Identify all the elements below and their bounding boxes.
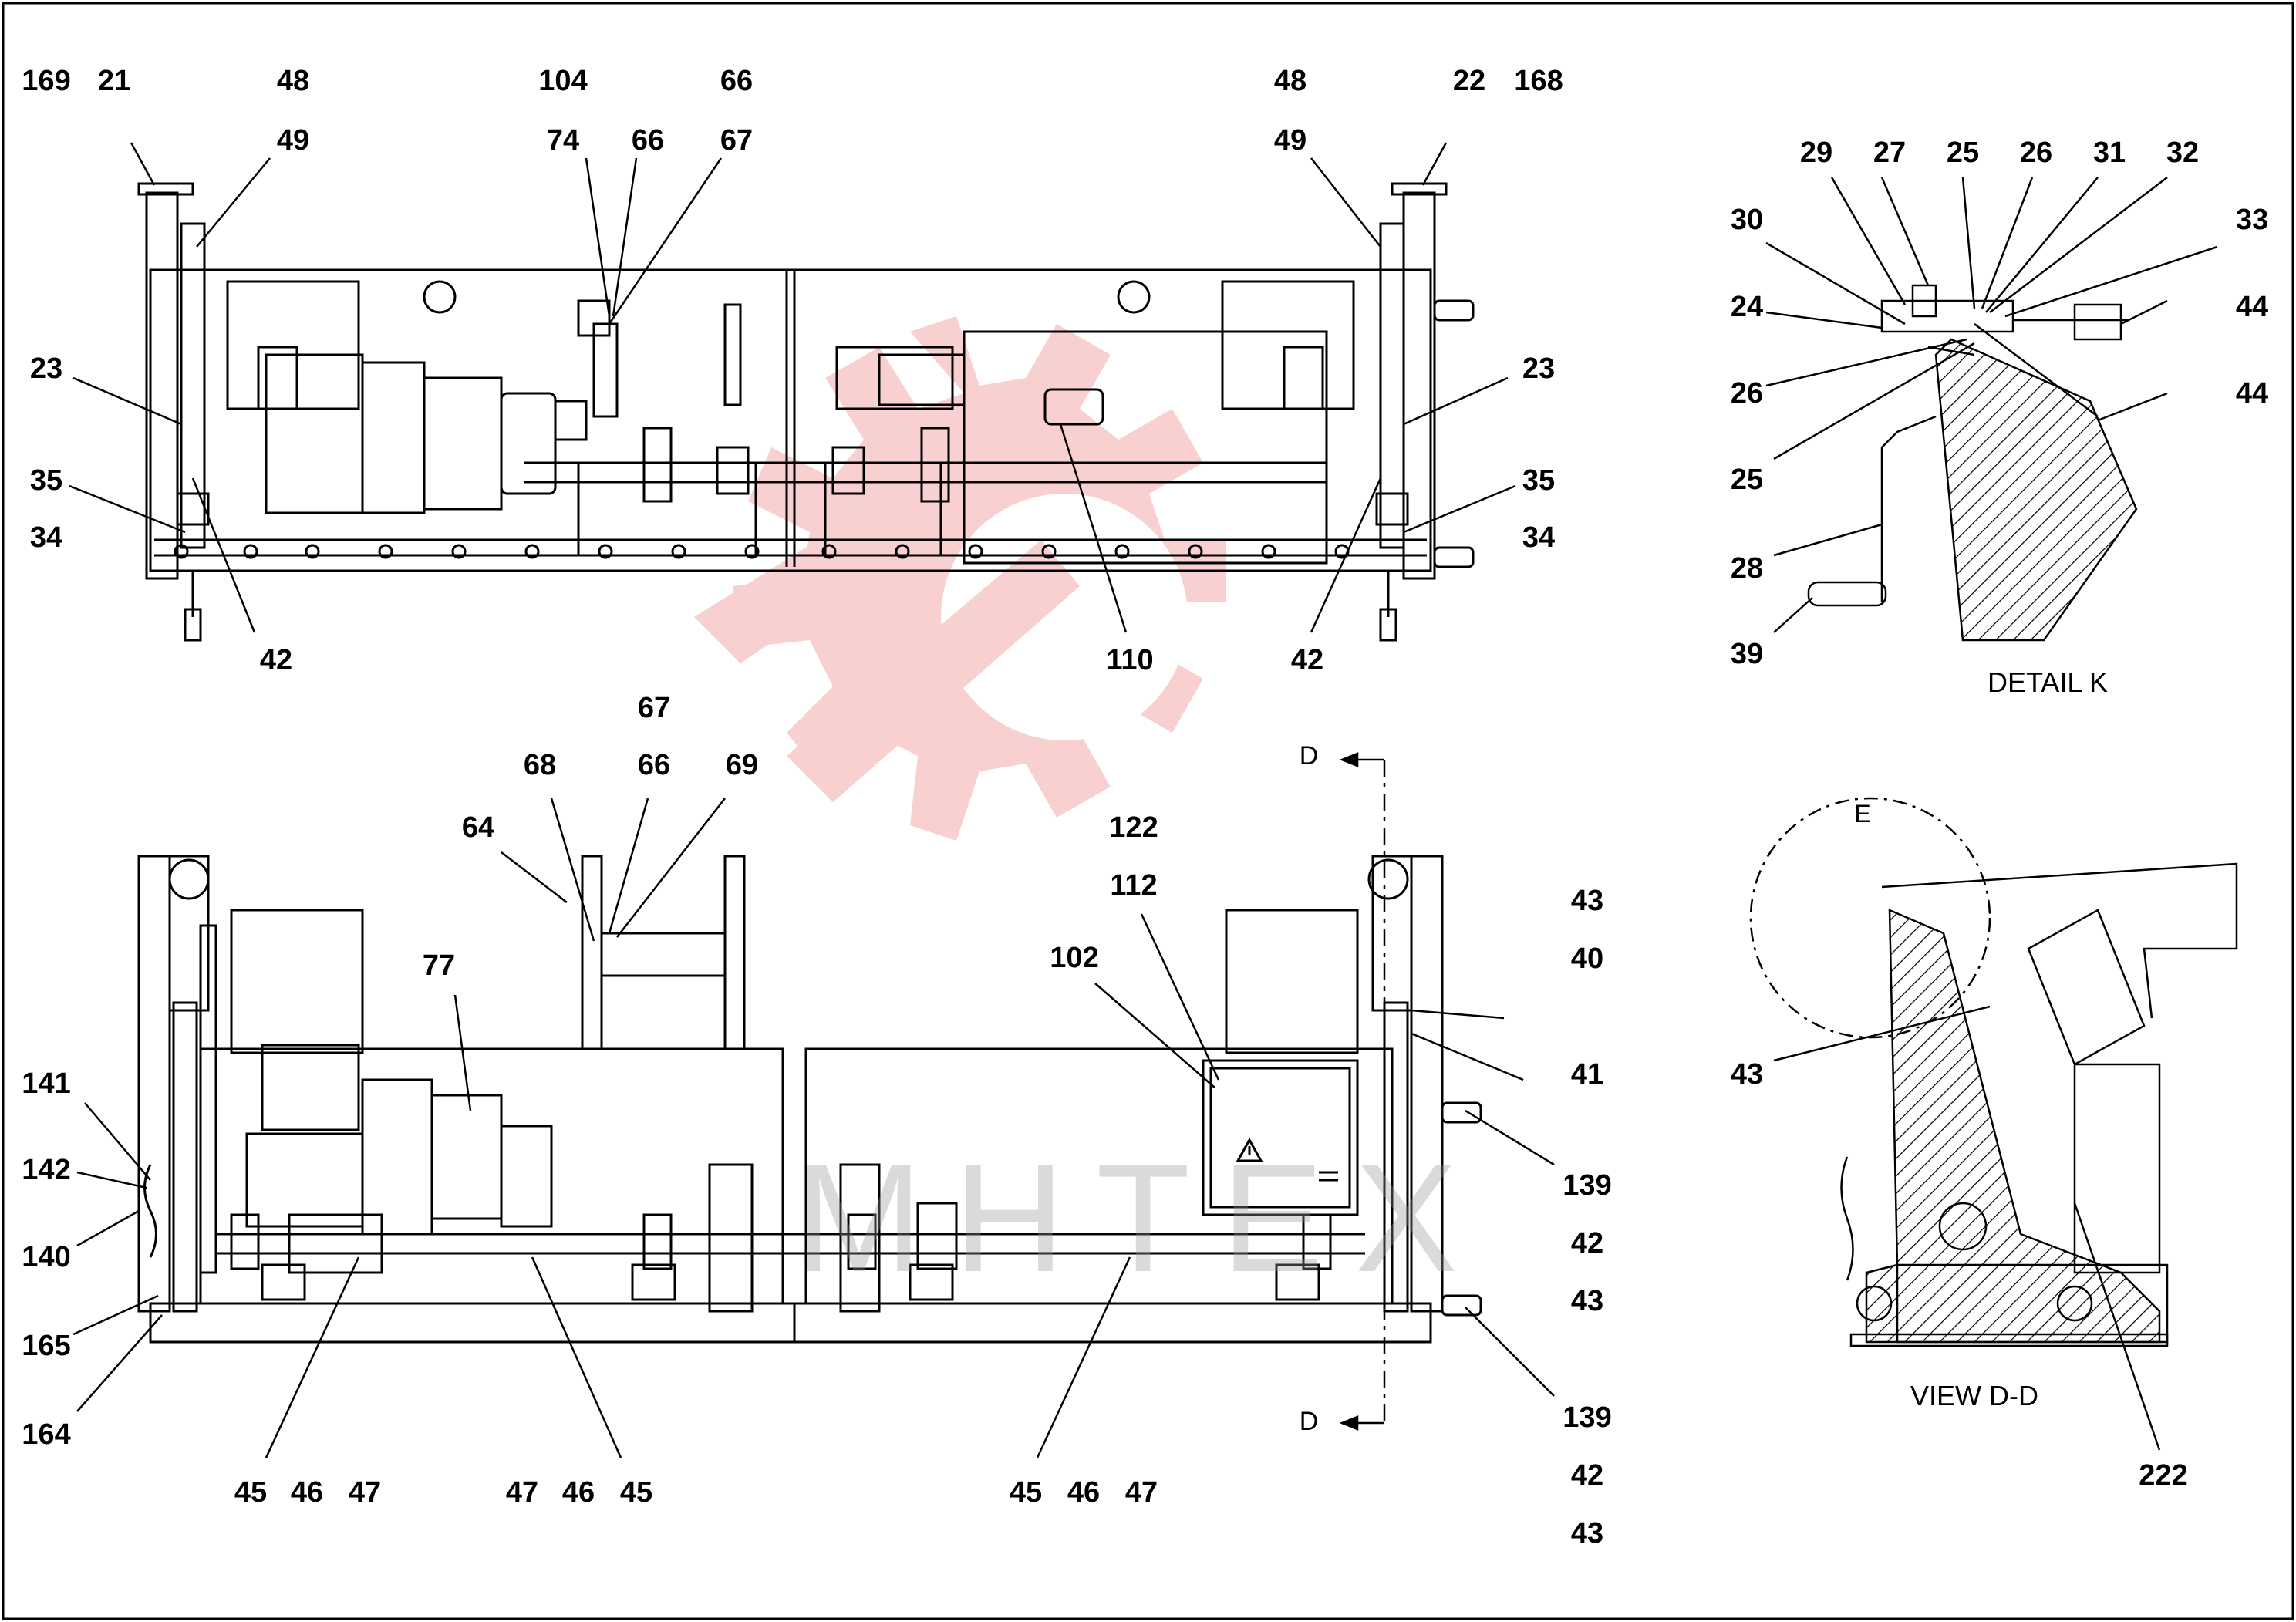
callout-141: 141	[22, 1067, 71, 1100]
callout-140: 140	[22, 1241, 71, 1273]
k-callout-44b: 44	[2235, 377, 2269, 410]
callout-165: 165	[22, 1330, 71, 1362]
callout-74: 74	[546, 124, 580, 157]
front-assembly-view	[137, 855, 1482, 1344]
callout-168: 168	[1514, 65, 1563, 97]
callout-67: 67	[720, 124, 754, 157]
callout-43b: 43	[1570, 1517, 1604, 1549]
top-junction-box	[1043, 388, 1104, 426]
callout-66f: 66	[637, 749, 671, 781]
warning-triangle-icon	[1236, 1137, 1338, 1182]
callout-66b: 66	[631, 124, 665, 157]
callout-102: 102	[1050, 942, 1099, 974]
top-left-post	[145, 191, 179, 580]
callout-43: 43	[1570, 885, 1604, 917]
k-callout-25b: 25	[1730, 464, 1764, 496]
callout-35: 35	[29, 464, 63, 497]
callout-42b: 42	[1570, 1459, 1604, 1492]
k-callout-30: 30	[1730, 204, 1764, 236]
callout-169: 169	[22, 65, 71, 97]
view-dd-drawing	[1749, 797, 2238, 1347]
k-callout-26: 26	[2019, 137, 2053, 169]
callout-43a: 43	[1570, 1285, 1604, 1317]
callout-164: 164	[22, 1418, 71, 1451]
top-assembly-view	[137, 182, 1475, 642]
callout-66: 66	[720, 65, 754, 97]
callout-23r: 23	[1522, 352, 1556, 385]
callout-34r: 34	[1522, 521, 1556, 554]
front-leader-lines	[72, 798, 1555, 1458]
k-callout-24: 24	[1730, 291, 1764, 323]
callout-45b: 45	[619, 1476, 653, 1509]
section-d-bottom: D	[1299, 1407, 1319, 1436]
callout-48: 48	[276, 65, 310, 97]
callout-42a: 42	[1570, 1227, 1604, 1259]
top-left-plate	[226, 280, 360, 410]
callout-139b: 139	[1563, 1401, 1612, 1434]
callout-34: 34	[29, 521, 63, 554]
k-callout-27: 27	[1873, 137, 1907, 169]
dd-callout-43: 43	[1730, 1058, 1764, 1091]
callout-40: 40	[1570, 943, 1604, 975]
section-d-top: D	[1299, 741, 1319, 771]
callout-46b: 46	[561, 1476, 595, 1509]
control-box	[1202, 1059, 1359, 1216]
k-callout-25: 25	[1946, 137, 1980, 169]
detail-e-label: E	[1854, 800, 1871, 828]
callout-112: 112	[1110, 869, 1158, 902]
top-right-plate	[1221, 280, 1355, 410]
k-callout-33: 33	[2235, 204, 2269, 236]
detail-k-drawing	[1807, 284, 2138, 642]
callout-45a: 45	[234, 1476, 268, 1509]
callout-69: 69	[725, 749, 759, 781]
detail-k-leaders	[1765, 177, 2218, 633]
detail-k-caption: DETAIL K	[1987, 666, 2109, 698]
callout-42: 42	[259, 644, 293, 676]
k-callout-32: 32	[2166, 137, 2200, 169]
callout-22: 22	[1452, 65, 1486, 97]
top-leader-lines	[69, 142, 1516, 633]
section-line-d	[1339, 752, 1386, 1431]
view-dd-leaders	[1773, 1005, 2161, 1451]
callout-47b: 47	[505, 1476, 539, 1509]
callout-77: 77	[422, 949, 456, 982]
callout-45c: 45	[1009, 1476, 1043, 1509]
k-callout-28: 28	[1730, 552, 1764, 585]
k-callout-39: 39	[1730, 638, 1764, 670]
watermark-logo-icon	[694, 316, 1226, 841]
callout-47a: 47	[348, 1476, 382, 1509]
callout-104: 104	[538, 65, 588, 97]
k-callout-44: 44	[2235, 291, 2269, 323]
k-callout-26b: 26	[1730, 377, 1764, 410]
callout-142: 142	[22, 1154, 71, 1186]
callout-68: 68	[523, 749, 557, 781]
callout-49r: 49	[1273, 124, 1307, 157]
watermark-text: МНТЕХ	[794, 1132, 1489, 1304]
callout-122: 122	[1109, 811, 1158, 844]
callout-64: 64	[461, 811, 495, 844]
callout-47c: 47	[1124, 1476, 1158, 1509]
callout-42r: 42	[1290, 644, 1324, 676]
callout-139a: 139	[1563, 1169, 1612, 1202]
front-base-rail	[149, 1302, 1432, 1344]
callout-21: 21	[97, 65, 131, 97]
callout-48r: 48	[1273, 65, 1307, 97]
callout-49: 49	[276, 124, 310, 157]
callout-67f: 67	[637, 692, 671, 724]
k-callout-29: 29	[1799, 137, 1833, 169]
callout-110: 110	[1106, 644, 1154, 676]
top-frame-outline	[149, 268, 1432, 572]
callout-46a: 46	[290, 1476, 324, 1509]
callout-35r: 35	[1522, 464, 1556, 497]
callout-46c: 46	[1067, 1476, 1101, 1509]
top-motor-body	[265, 353, 364, 514]
callout-41: 41	[1570, 1058, 1604, 1091]
view-dd-caption: VIEW D-D	[1910, 1380, 2038, 1411]
callout-23: 23	[29, 352, 63, 385]
k-callout-31: 31	[2092, 137, 2126, 169]
dd-callout-222: 222	[2139, 1459, 2188, 1492]
